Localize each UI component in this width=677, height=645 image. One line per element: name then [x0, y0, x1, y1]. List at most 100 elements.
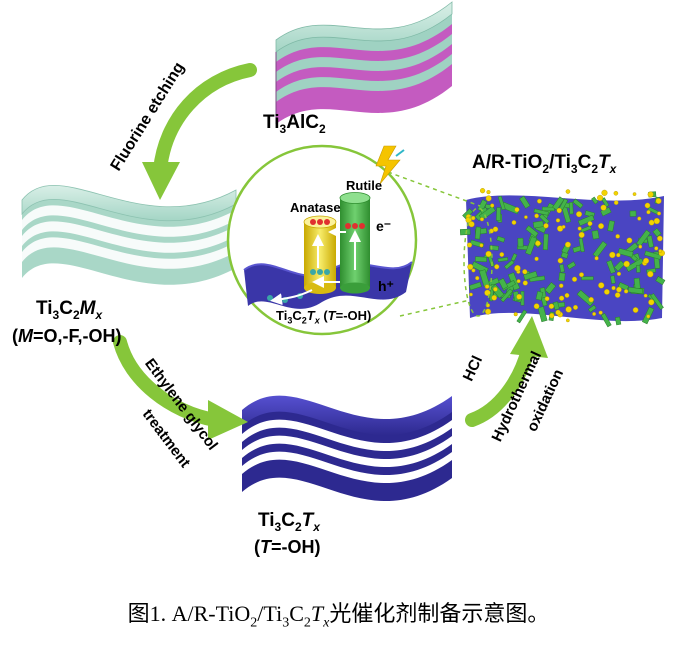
anatase-particle: [469, 293, 472, 296]
anatase-particle: [559, 284, 563, 288]
rutile-rod: [559, 273, 565, 281]
anatase-particle: [493, 287, 497, 291]
mxene-mixed-stack: [22, 185, 236, 284]
anatase-particle: [512, 220, 516, 224]
rutile-rod: [630, 211, 636, 217]
anatase-particle: [514, 265, 520, 271]
anatase-particle: [566, 189, 570, 193]
anatase-particle: [565, 242, 570, 247]
anatase-particle: [556, 310, 561, 315]
anatase-particle: [579, 232, 585, 238]
anatase-particle: [589, 297, 594, 302]
anatase-particle: [624, 289, 628, 293]
anatase-particle: [494, 264, 499, 269]
anatase-particle: [633, 307, 638, 312]
rutile-rod: [634, 278, 640, 289]
anatase-particle: [549, 313, 554, 318]
anatase-particle: [535, 214, 539, 218]
anatase-particle: [515, 207, 520, 212]
anatase-particle: [648, 299, 654, 305]
rutile-rod: [475, 257, 487, 262]
anatase-particle: [617, 272, 621, 276]
anatase-particle: [492, 295, 497, 300]
mxene-oh-stack: [242, 396, 452, 501]
anatase-particle: [565, 293, 569, 297]
anatase-particle: [556, 218, 560, 222]
anatase-particle: [549, 304, 554, 309]
anatase-particle: [493, 227, 498, 232]
anatase-particle: [517, 294, 522, 299]
anatase-particle: [649, 220, 654, 225]
anatase-particle: [535, 257, 539, 261]
anatase-particle: [486, 196, 491, 201]
anatase-particle: [654, 247, 658, 251]
anatase-particle: [500, 252, 504, 256]
rutile-rod: [581, 277, 593, 280]
max-phase-stack: [276, 2, 452, 124]
anatase-particle: [627, 238, 632, 243]
anatase-particle: [573, 305, 578, 310]
anatase-particle: [576, 211, 582, 217]
anatase-particle: [480, 244, 484, 248]
rutile-rod: [518, 238, 523, 247]
anatase-particle: [537, 199, 541, 203]
anatase-particle: [657, 212, 661, 216]
anatase-particle: [572, 277, 577, 282]
anatase-particle: [534, 304, 539, 309]
anatase-particle: [562, 225, 565, 228]
anatase-particle: [468, 264, 473, 269]
anatase-particle: [647, 271, 653, 277]
anatase-particle: [480, 217, 484, 221]
anatase-particle: [595, 256, 599, 260]
rutile-rod: [542, 207, 554, 211]
anatase-particle: [522, 269, 527, 274]
anatase-particle: [524, 216, 527, 219]
anatase-particle: [614, 201, 618, 205]
max-phase-label: Ti3AlC2: [263, 112, 326, 136]
composite-label: A/R-TiO2/Ti3C2Tx: [472, 152, 616, 176]
rutile-rod: [496, 207, 500, 220]
anatase-particle: [467, 243, 472, 248]
anatase-particle: [579, 273, 583, 277]
anatase-particle: [654, 218, 660, 224]
anatase-particle: [517, 279, 521, 283]
anatase-particle: [633, 192, 636, 195]
anatase-particle: [588, 221, 592, 225]
anatase-particle: [644, 294, 647, 297]
figure-caption: 图1. A/R-TiO2/Ti3C2Tx光催化剂制备示意图。: [0, 596, 677, 631]
electron-label: e⁻: [376, 218, 391, 235]
anatase-particle: [616, 253, 620, 257]
anatase-particle: [612, 286, 616, 290]
rutile-rod: [460, 229, 470, 235]
anatase-particle: [545, 297, 549, 301]
anatase-label: Anatase: [290, 200, 341, 215]
anatase-particle: [602, 190, 608, 196]
rutile-rod: [592, 230, 599, 239]
anatase-particle: [647, 315, 650, 318]
anatase-particle: [624, 261, 630, 267]
anatase-particle: [469, 221, 475, 227]
anatase-particle: [615, 293, 620, 298]
anatase-particle: [639, 245, 642, 248]
anatase-particle: [544, 223, 549, 228]
anatase-particle: [486, 251, 492, 257]
anatase-particle: [601, 205, 607, 211]
composite-block: [460, 188, 665, 327]
anatase-particle: [559, 296, 564, 301]
anatase-particle: [648, 192, 654, 198]
anatase-particle: [535, 241, 540, 246]
inset-substrate-label: Ti3C2Tx (T=-OH): [276, 308, 371, 326]
anatase-particle: [475, 276, 479, 280]
rutile-rod: [533, 221, 544, 228]
anatase-particle: [472, 269, 476, 273]
anatase-particle: [485, 285, 489, 289]
rutile-rod: [636, 265, 640, 272]
arrow-glycol: [120, 342, 248, 440]
anatase-particle: [647, 210, 651, 214]
anatase-particle: [557, 208, 562, 213]
anatase-particle: [471, 216, 475, 220]
anatase-particle: [558, 258, 563, 263]
anatase-particle: [656, 198, 662, 204]
anatase-particle: [598, 282, 604, 288]
hole-label: h⁺: [378, 278, 394, 295]
